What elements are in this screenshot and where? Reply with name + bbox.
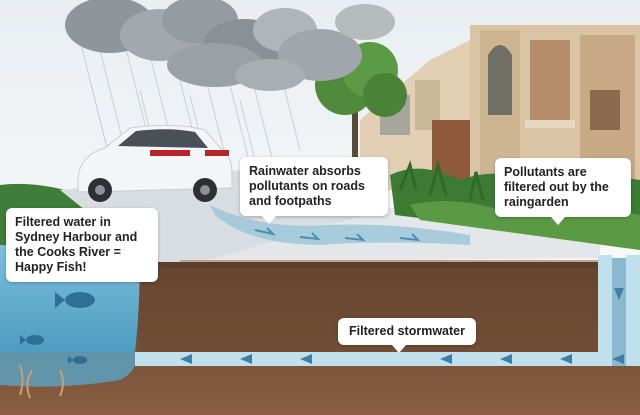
flow-arrow-icon xyxy=(180,288,624,364)
fish-icon xyxy=(20,292,95,364)
callout-stormwater: Filtered stormwater xyxy=(338,318,476,353)
car-icon xyxy=(77,124,233,202)
stormwater-pipe xyxy=(135,352,640,366)
flow-arrow-icon xyxy=(254,227,421,242)
callout-rainwater: Rainwater absorbs pollutants on roads an… xyxy=(240,157,388,224)
callout-raingarden: Pollutants are filtered out by the raing… xyxy=(495,158,631,225)
rain-cloud-icon xyxy=(65,0,395,91)
callout-harbour: Filtered water in Sydney Harbour and the… xyxy=(6,208,158,282)
